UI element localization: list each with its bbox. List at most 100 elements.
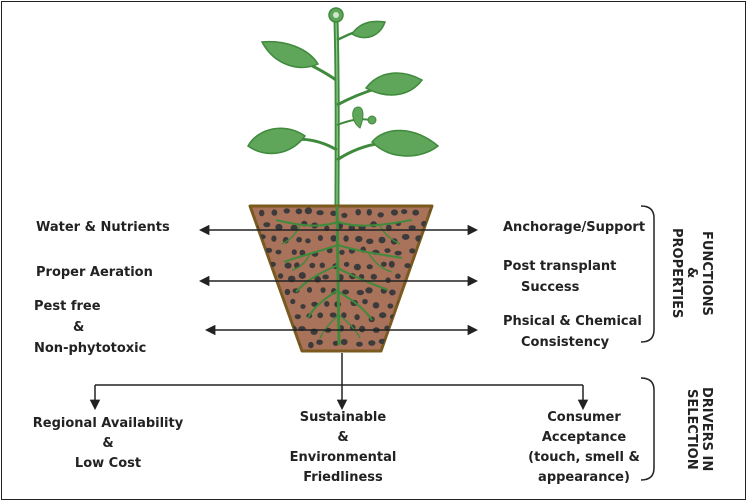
soil-particle [359, 325, 366, 333]
soil-particle [298, 272, 306, 279]
soil-particle [284, 340, 291, 348]
soil-particle [426, 315, 432, 322]
leaf [350, 20, 387, 39]
soil-particle [317, 235, 323, 241]
label-pest-free: Pest free [34, 299, 101, 314]
soil-particle [265, 247, 273, 253]
soil-particle [251, 303, 258, 310]
soil-particle [403, 314, 410, 321]
soil-particle [309, 262, 316, 269]
soil-particle [430, 222, 432, 229]
soil-particle [279, 315, 288, 321]
soil-particle [401, 209, 408, 215]
soil-particle [250, 262, 255, 268]
leaf [370, 129, 440, 157]
soil-particle [341, 312, 347, 319]
soil-particle [262, 275, 269, 281]
label-water-nutrients: Water & Nutrients [36, 220, 170, 235]
soil-particle [282, 236, 289, 244]
soil-particle [274, 298, 282, 305]
soil-particle [341, 212, 348, 218]
soil-particle [271, 235, 277, 242]
soil-particle [425, 262, 432, 268]
soil-particle [355, 209, 362, 216]
soil-particle [304, 207, 313, 215]
soil-particle [265, 301, 273, 306]
soil-particle [424, 290, 431, 296]
soil-particle [426, 235, 432, 242]
soil-particle [277, 273, 284, 279]
soil-particle [330, 235, 337, 242]
label-proper-aeration: Proper Aeration [36, 265, 153, 280]
soil-particle [415, 339, 422, 345]
soil-particle [259, 287, 266, 295]
soil-particle [296, 236, 302, 243]
soil-particle [250, 247, 257, 255]
soil-particle [370, 273, 377, 280]
leaf [364, 72, 424, 96]
soil-particle [319, 262, 325, 269]
soil-particle [387, 303, 394, 309]
soil-particle [256, 262, 264, 270]
soil-particle [365, 287, 373, 294]
soil-particle [308, 341, 314, 349]
soil-particle [272, 315, 280, 322]
label-anchorage-support: Anchorage/Support [503, 220, 646, 235]
soil-particle [416, 315, 423, 322]
soil-particle [299, 249, 306, 256]
soil-particle [340, 338, 348, 346]
label-success: Success [521, 280, 580, 295]
soil-particle [404, 263, 411, 269]
soil-particle [395, 273, 401, 279]
soil-particle [388, 260, 395, 268]
soil-particle [423, 298, 430, 305]
soil-particle [250, 314, 253, 322]
soil-particle [408, 299, 415, 307]
soil-particle [332, 340, 339, 346]
soil-particle [259, 209, 265, 217]
soil-particle [342, 289, 350, 295]
soil-particle [384, 248, 391, 254]
soil-particle [283, 208, 290, 214]
label-consistency: Consistency [521, 335, 610, 350]
soil-particle [316, 339, 323, 345]
soil-particle [269, 261, 276, 267]
label-post-transplant: Post transplant [503, 259, 617, 274]
soil-particle [385, 277, 391, 284]
soil-particle [378, 236, 386, 244]
soil-particle [271, 209, 278, 216]
soil-particle [372, 302, 380, 309]
soil-particle [263, 222, 271, 228]
leaf [352, 106, 364, 129]
soil-particle [258, 312, 266, 320]
soil-particle [295, 208, 303, 215]
soil-particle [320, 287, 326, 293]
soil-particle [270, 339, 278, 346]
soil-particle [250, 234, 255, 240]
label-non-phytotoxic: Non-phytotoxic [34, 341, 147, 356]
soil-particle [275, 249, 282, 255]
soil-particle [339, 249, 345, 255]
soil-particle [355, 235, 363, 243]
soil-particle [306, 287, 313, 293]
drivers-brace [640, 377, 655, 481]
soil-particle [250, 287, 254, 293]
soil-particle [366, 264, 373, 270]
soil-particle [300, 304, 306, 309]
soil-particle [401, 233, 410, 240]
soil-particle [414, 260, 421, 266]
soil-particle [343, 235, 349, 242]
soil-particle [268, 288, 276, 294]
selection-arrows [89, 353, 589, 411]
label-physical-chemical: Phsical & Chemical [503, 314, 642, 329]
label-sustainable: Sustainable & Environmental Friedliness [289, 410, 397, 485]
soil-particle [353, 263, 361, 271]
leaf [247, 127, 307, 155]
label-pest-and: & [73, 320, 85, 335]
soil-particle [434, 304, 441, 309]
soil-particle [391, 209, 398, 216]
soil-particle [305, 238, 311, 244]
label-consumer-acceptance: Consumer Acceptance (touch, smell & appe… [528, 410, 640, 485]
plant-icon [247, 7, 440, 209]
soil-particle [356, 341, 363, 347]
